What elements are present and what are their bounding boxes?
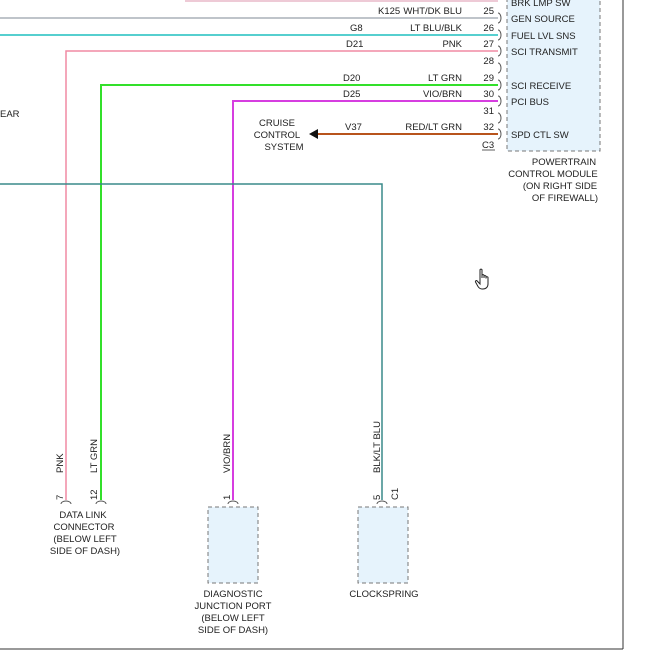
pin-28: 28	[483, 56, 494, 67]
connector-c3: C3	[482, 140, 494, 151]
pcm-title-1: POWERTRAIN	[532, 157, 596, 168]
dlc-title-4: SIDE OF DASH)	[50, 546, 120, 557]
pcm-label-spd-ctl-sw: SPD CTL SW	[511, 130, 569, 141]
dlc-pin-12: 12	[89, 489, 100, 500]
djp-title-4: SIDE OF DASH)	[198, 625, 268, 636]
circuit-d21: D21	[346, 39, 363, 50]
pin-30: 30	[483, 89, 494, 100]
pin-26: 26	[483, 23, 494, 34]
pin-cap-27	[497, 45, 502, 57]
cruise-line-3: SYSTEM	[264, 142, 303, 153]
clockspring-pin-5: 5	[372, 495, 383, 500]
dlc-pin-cap-12	[95, 500, 107, 505]
cruise-line-2: CONTROL	[254, 130, 300, 141]
pcm-label-fuel-lvl: FUEL LVL SNS	[511, 31, 576, 42]
pcm-title-3: (ON RIGHT SIDE	[523, 181, 597, 192]
pin-cap-32	[497, 128, 502, 140]
pin-cap-30	[497, 95, 502, 107]
pin-31: 31	[483, 106, 494, 117]
pcm-title-2: CONTROL MODULE	[508, 169, 597, 180]
clockspring-pin-cap	[376, 500, 388, 505]
dlc-title-1: DATA LINK	[59, 510, 107, 521]
pcm-label-sci-transmit: SCI TRANSMIT	[511, 47, 578, 58]
pin-cap-25	[497, 12, 502, 24]
color-d21: PNK	[442, 39, 462, 50]
djp-box	[207, 506, 259, 584]
wire-d20-green	[100, 84, 498, 500]
wire-d21-pink	[65, 50, 498, 500]
pin-27: 27	[483, 39, 494, 50]
pin-29: 29	[483, 73, 494, 84]
color-d20: LT GRN	[428, 73, 462, 84]
dlc-title-3: (BELOW LEFT	[53, 534, 117, 545]
djp-title-3: (BELOW LEFT	[201, 613, 265, 624]
circuit-k125: K125	[378, 6, 400, 17]
color-v37: RED/LT GRN	[405, 122, 462, 133]
wire-d25-violet	[232, 100, 498, 500]
pin-25: 25	[483, 6, 494, 17]
pin-32: 32	[483, 122, 494, 133]
left-cut-label: EAR	[0, 109, 20, 120]
djp-pin-cap	[227, 500, 239, 505]
color-d25: VIO/BRN	[423, 89, 462, 100]
circuit-d20: D20	[343, 73, 360, 84]
dlc-title-2: CONNECTOR	[53, 522, 114, 533]
wire-blk-lt-blu	[0, 183, 383, 500]
circuit-v37: V37	[345, 122, 362, 133]
arrow-icon	[309, 129, 318, 139]
djp-title-1: DIAGNOSTIC	[203, 589, 262, 600]
dlc-pin-cap-7	[60, 500, 72, 505]
color-k125: WHT/DK BLU	[403, 6, 462, 17]
dlc-pin-7: 7	[55, 495, 66, 500]
pin-cap-29	[497, 79, 502, 91]
clockspring-box	[357, 506, 409, 584]
pcm-title-4: OF FIREWALL)	[532, 193, 598, 204]
djp-wire-label: VIO/BRN	[222, 434, 233, 473]
clockspring-title: CLOCKSPRING	[349, 589, 418, 600]
pcm-label-pci-bus: PCI BUS	[511, 97, 549, 108]
pcm-label-sci-receive: SCI RECEIVE	[511, 81, 571, 92]
hand-cursor-icon	[474, 268, 489, 290]
clockspring-wire-label: BLK/LT BLU	[372, 421, 383, 473]
pin-cap-28	[497, 62, 502, 74]
djp-pin-1: 1	[222, 495, 233, 500]
djp-title-2: JUNCTION PORT	[195, 601, 272, 612]
circuit-d25: D25	[343, 89, 360, 100]
dlc-wire-label-ltgrn: LT GRN	[89, 439, 100, 473]
cruise-line-1: CRUISE	[259, 118, 295, 129]
pin-cap-26	[497, 29, 502, 41]
pin-cap-31	[497, 112, 502, 124]
pcm-pin-partial-label: BRK LMP SW	[511, 0, 571, 9]
color-g8: LT BLU/BLK	[410, 23, 463, 34]
pcm-box	[506, 0, 601, 152]
dlc-wire-label-pnk: PNK	[55, 453, 66, 473]
clockspring-connector-c1: C1	[390, 488, 401, 500]
pcm-label-gen-source: GEN SOURCE	[511, 14, 575, 25]
circuit-g8: G8	[350, 23, 363, 34]
